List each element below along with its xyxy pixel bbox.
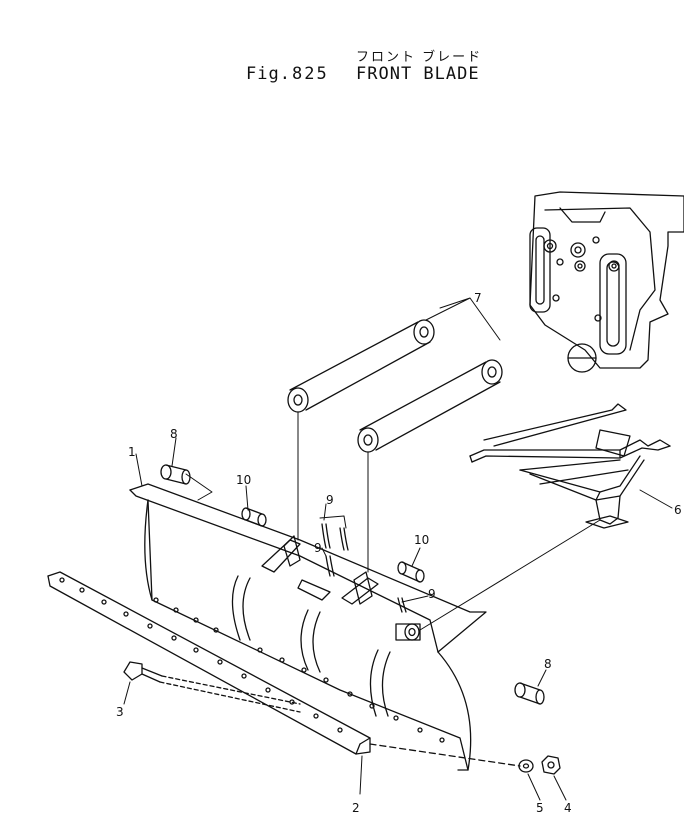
link-rods: [287, 319, 503, 453]
a-frame: [469, 403, 671, 529]
callout-numbers: 1 2 3 4 5 6 7 8 8 9 9 9 10 10: [116, 291, 682, 815]
washer-5: [518, 759, 534, 773]
leader-lines: [123, 297, 673, 801]
fastener-axis-line: [369, 743, 521, 767]
cotter-pins: [321, 523, 407, 613]
pin-8-right: [514, 682, 545, 705]
title-japanese: フロント ブレード: [356, 50, 483, 65]
callout-8-lower: 8: [544, 657, 552, 671]
callout-9-top: 9: [326, 493, 334, 507]
callout-10-right: 10: [414, 533, 429, 547]
callout-3: 3: [116, 705, 124, 719]
callout-7: 7: [474, 291, 482, 305]
callout-10-left: 10: [236, 473, 251, 487]
callout-5: 5: [536, 801, 544, 815]
tractor-frame: [529, 191, 684, 373]
callout-9-right: 9: [428, 587, 436, 601]
callout-1: 1: [128, 445, 136, 459]
nut-4: [541, 755, 561, 775]
callout-4: 4: [564, 801, 572, 815]
figure-label: Fig.: [246, 64, 291, 84]
callout-8-upper: 8: [170, 427, 178, 441]
dozer-blade: [129, 483, 487, 771]
callout-6: 6: [674, 503, 682, 517]
pin-10-left: [241, 507, 267, 527]
clevis-brackets: [283, 535, 373, 605]
figure-number: 825: [292, 64, 329, 84]
title-english: FRONT BLADE: [356, 64, 480, 84]
callout-9-middle: 9: [314, 541, 322, 555]
pin-8-left: [160, 464, 191, 485]
callout-2: 2: [352, 801, 360, 815]
pin-10-right: [397, 561, 425, 583]
cutting-edge: [47, 571, 371, 755]
bolt-3: [123, 661, 301, 713]
